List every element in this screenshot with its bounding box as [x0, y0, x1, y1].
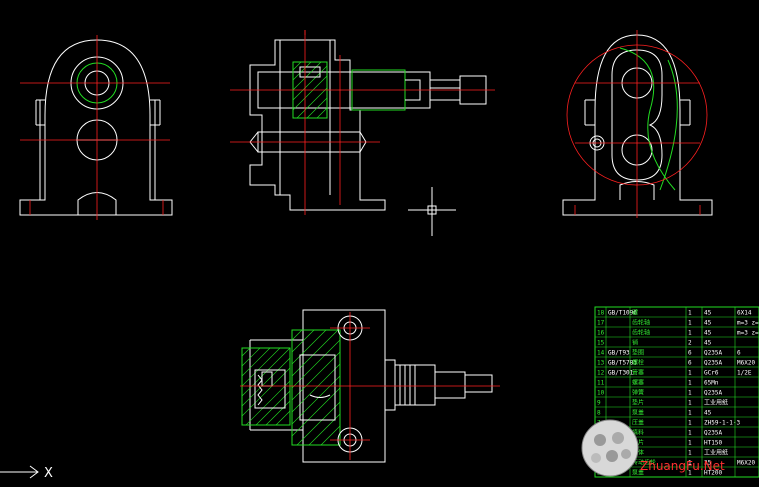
- bom-cell-qty: 1: [688, 410, 692, 417]
- bom-cell-name: 齿轮轴: [632, 329, 650, 337]
- main-section-view: [230, 30, 495, 215]
- bom-cell-material: Q235A: [704, 360, 722, 367]
- bom-cell-name: 泵盖: [632, 469, 644, 477]
- bom-cell-material: Q235A: [704, 350, 722, 357]
- bom-cell-no: 10: [597, 390, 605, 397]
- bom-cell-name: 垫片: [632, 399, 644, 407]
- bom-cell-name: 泵盖: [632, 409, 644, 417]
- right-end-view: [562, 30, 713, 218]
- bom-cell-qty: 1: [688, 430, 692, 437]
- bom-cell-name: 垫片: [632, 439, 644, 447]
- bom-cell-code: GB/T301: [608, 370, 634, 377]
- bom-cell-qty: 1: [688, 400, 692, 407]
- bom-cell-material: HT200: [704, 470, 722, 477]
- bom-cell-no: 15: [597, 340, 605, 347]
- bom-cell-code: GB/T93: [608, 350, 630, 357]
- bom-cell-name: 齿轮轴: [632, 319, 650, 327]
- left-end-view: [19, 35, 173, 220]
- bom-cell-qty: 1: [688, 450, 692, 457]
- zhuangfu-watermark-logo: ZhuangFu.Net: [581, 419, 725, 477]
- bom-cell-material: 45: [704, 310, 712, 317]
- bom-cell-material: 工业用纸: [704, 449, 728, 457]
- bom-cell-note: M6X20: [737, 360, 755, 367]
- bom-cell-material: 45: [704, 340, 712, 347]
- bom-cell-qty: 6: [688, 360, 692, 367]
- bom-cell-no: 9: [597, 400, 601, 407]
- bom-cell-name: 销: [632, 339, 638, 347]
- bom-cell-qty: 1: [688, 370, 692, 377]
- bom-cell-material: Q235A: [704, 390, 722, 397]
- bom-cell-qty: 1: [688, 460, 692, 467]
- bom-cell-material: 45: [704, 320, 712, 327]
- bom-cell-no: 16: [597, 330, 605, 337]
- bom-cell-name: 填料: [632, 429, 644, 437]
- bom-cell-name: 压盖: [632, 419, 644, 427]
- bom-cell-material: 45: [704, 410, 712, 417]
- bom-cell-material: 65Mn: [704, 380, 719, 387]
- bom-cell-note: m=3 z=9: [737, 320, 759, 327]
- bom-cell-material: Q235A: [704, 430, 722, 437]
- bom-cell-code: GB/T1096: [608, 310, 637, 317]
- crosshair-cursor-icon: [408, 187, 456, 236]
- bom-cell-qty: 1: [688, 440, 692, 447]
- bom-cell-note: m=3 z=9: [737, 330, 759, 337]
- bom-cell-name: 螺塞: [632, 379, 644, 387]
- bom-cell-qty: 1: [688, 320, 692, 327]
- bom-cell-qty: 1: [688, 420, 692, 427]
- bom-cell-code: GB/T5783: [608, 360, 637, 367]
- bom-cell-material: GCr6: [704, 370, 719, 377]
- watermark-text: ZhuangFu.Net: [640, 459, 725, 473]
- bom-cell-name: 垫圈: [632, 349, 644, 357]
- bom-cell-material: 工业用纸: [704, 399, 728, 407]
- bom-cell-name: 弹簧: [632, 389, 644, 397]
- bom-cell-no: 13: [597, 360, 605, 367]
- bom-cell-name: 传动齿轮: [632, 459, 656, 467]
- bom-cell-qty: 6: [688, 350, 692, 357]
- bom-cell-name: 管塞: [632, 369, 644, 377]
- ucs-x-label: X: [44, 466, 53, 481]
- bom-cell-no: 17: [597, 320, 605, 327]
- bom-cell-qty: 1: [688, 390, 692, 397]
- bom-cell-qty: 2: [688, 340, 692, 347]
- bom-cell-no: 12: [597, 370, 605, 377]
- ucs-axis-icon: X: [0, 465, 53, 481]
- bom-cell-note: 1/2E: [737, 370, 752, 377]
- bom-cell-name: 键: [632, 309, 638, 317]
- bom-cell-no: 18: [597, 310, 605, 317]
- top-section-view: [240, 309, 500, 463]
- bom-cell-material: HT150: [704, 440, 722, 447]
- bom-cell-note: 6: [737, 350, 741, 357]
- bom-cell-no: 11: [597, 380, 605, 387]
- bom-cell-material: 35: [704, 460, 712, 467]
- bom-cell-material: 45: [704, 330, 712, 337]
- bom-cell-note: M6X20: [737, 460, 755, 467]
- bom-cell-qty: 1: [688, 380, 692, 387]
- bom-cell-name: 螺栓: [632, 359, 644, 367]
- bom-cell-qty: 1: [688, 310, 692, 317]
- bom-cell-note: 6X14: [737, 310, 752, 317]
- bom-cell-qty: 1: [688, 470, 692, 477]
- bom-cell-material: ZH59-1-1-3: [704, 420, 741, 427]
- bom-cell-no: 8: [597, 410, 601, 417]
- bom-cell-qty: 1: [688, 330, 692, 337]
- bom-cell-no: 14: [597, 350, 605, 357]
